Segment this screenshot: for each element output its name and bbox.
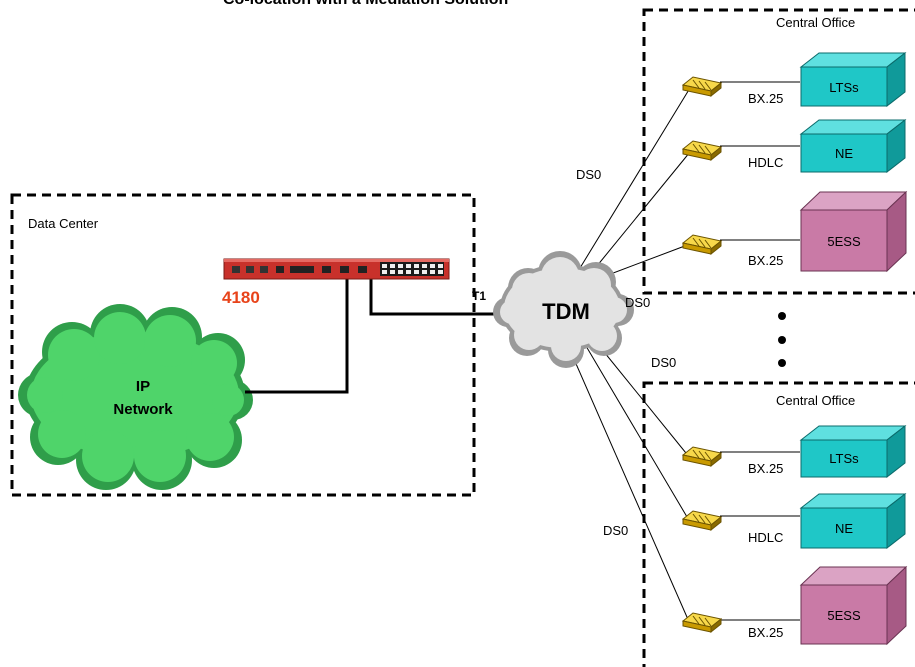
equipment-5ess-1: 5ESS [799,190,908,273]
modem-icon [681,140,723,162]
link-tdm-modem-1 [579,87,691,269]
link-tdm-modem-5 [585,345,691,523]
modem-icon [681,612,723,634]
equipment-ltss-2: LTSs [799,424,907,479]
ip-network-label-line2: Network [113,401,173,418]
equipment-label-5ess: 5ESS [827,234,861,249]
ds0-label-1: DS0 [576,167,601,182]
link-tdm-modem-3 [599,243,691,279]
ds0-label-4: DS0 [603,523,628,538]
central-office-label-1: Central Office [776,15,855,30]
tdm-label: TDM [542,299,590,324]
t1-link [369,275,520,316]
diagram-title-fragment: Co-location with a Mediation Solution [223,0,508,8]
equipment-label-ltss: LTSs [829,80,859,95]
modem-icon [681,76,723,98]
ip-network-label-line1: IP [136,378,150,395]
link-label-hdlc: HDLC [748,530,783,545]
equipment-label-ltss: LTSs [829,451,859,466]
central-office-label-2: Central Office [776,393,855,408]
link-label-bx25: BX.25 [748,253,783,268]
ds0-links [569,87,691,625]
link-label-bx25: BX.25 [748,625,783,640]
equipment-ne-1: NE [799,118,907,174]
modem-icon [681,510,723,532]
link-label-bx25: BX.25 [748,91,783,106]
equipment-ne-2: NE [799,492,907,550]
ethernet-link [245,275,349,394]
data-center-label: Data Center [28,216,99,231]
equipment-label-ne: NE [835,146,853,161]
link-label-hdlc: HDLC [748,155,783,170]
modem-equipment-links [720,81,800,621]
modem-icon [681,234,723,256]
equipment-label-5ess: 5ESS [827,608,861,623]
ds0-label-3: DS0 [651,355,676,370]
link-tdm-modem-2 [591,151,691,273]
tdm-cloud: TDM [493,251,634,368]
ip-network-cloud: IP Network [18,304,253,490]
link-tdm-modem-6 [569,349,691,625]
data-center-boundary [10,193,476,497]
equipment-label-ne: NE [835,521,853,536]
t1-label: T1 [472,289,486,303]
link-label-bx25: BX.25 [748,461,783,476]
ds0-label-2: DS0 [625,295,650,310]
modems [681,76,723,634]
central-office-boundary-1 [642,8,915,295]
modem-icon [681,446,723,468]
equipment-5ess-2: 5ESS [799,565,908,646]
continuation-dots [778,312,786,367]
device-4180 [223,258,450,280]
central-office-boundary-2 [642,381,915,667]
equipment-ltss-1: LTSs [799,51,907,108]
device-4180-label: 4180 [222,288,260,307]
